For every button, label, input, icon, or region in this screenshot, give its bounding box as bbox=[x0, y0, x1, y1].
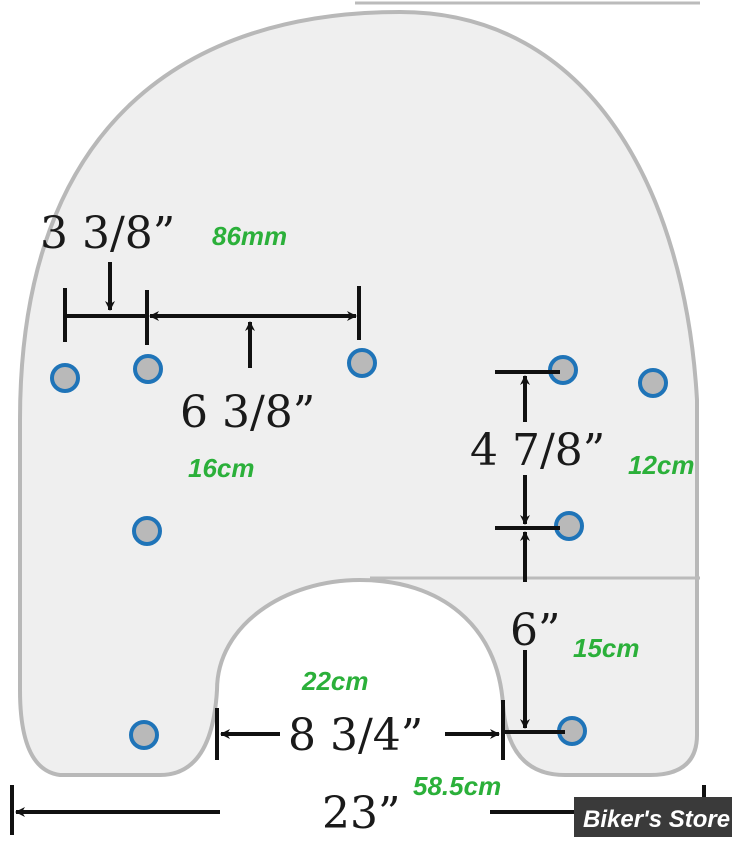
hole bbox=[132, 516, 162, 546]
logo-text: Biker's Store bbox=[583, 806, 730, 833]
windshield-outline bbox=[18, 9, 699, 777]
dim-23-label: 23” bbox=[322, 788, 400, 839]
dim-3-3-8-label: 3 3/8” bbox=[40, 208, 175, 259]
hole bbox=[133, 354, 163, 384]
dim-22cm-label: 22cm bbox=[301, 666, 369, 696]
dim-15cm-label: 15cm bbox=[573, 633, 640, 663]
hole bbox=[129, 720, 159, 750]
dim-4-7-8-label: 4 7/8” bbox=[470, 425, 605, 476]
mounting-holes bbox=[50, 348, 668, 750]
dim-6-3-8-label: 6 3/8” bbox=[180, 387, 315, 438]
bikers-store-logo: Biker's Store bbox=[574, 797, 732, 837]
dim-86mm-label: 86mm bbox=[212, 221, 287, 251]
dim-6-label: 6” bbox=[510, 605, 561, 656]
hole bbox=[50, 363, 80, 393]
dim-16cm-label: 16cm bbox=[188, 453, 255, 483]
dim-12cm-label: 12cm bbox=[628, 450, 695, 480]
dim-8-3-4-label: 8 3/4” bbox=[288, 710, 423, 761]
hole bbox=[638, 368, 668, 398]
dim-58-5cm-label: 58.5cm bbox=[413, 771, 501, 801]
hole bbox=[347, 348, 377, 378]
